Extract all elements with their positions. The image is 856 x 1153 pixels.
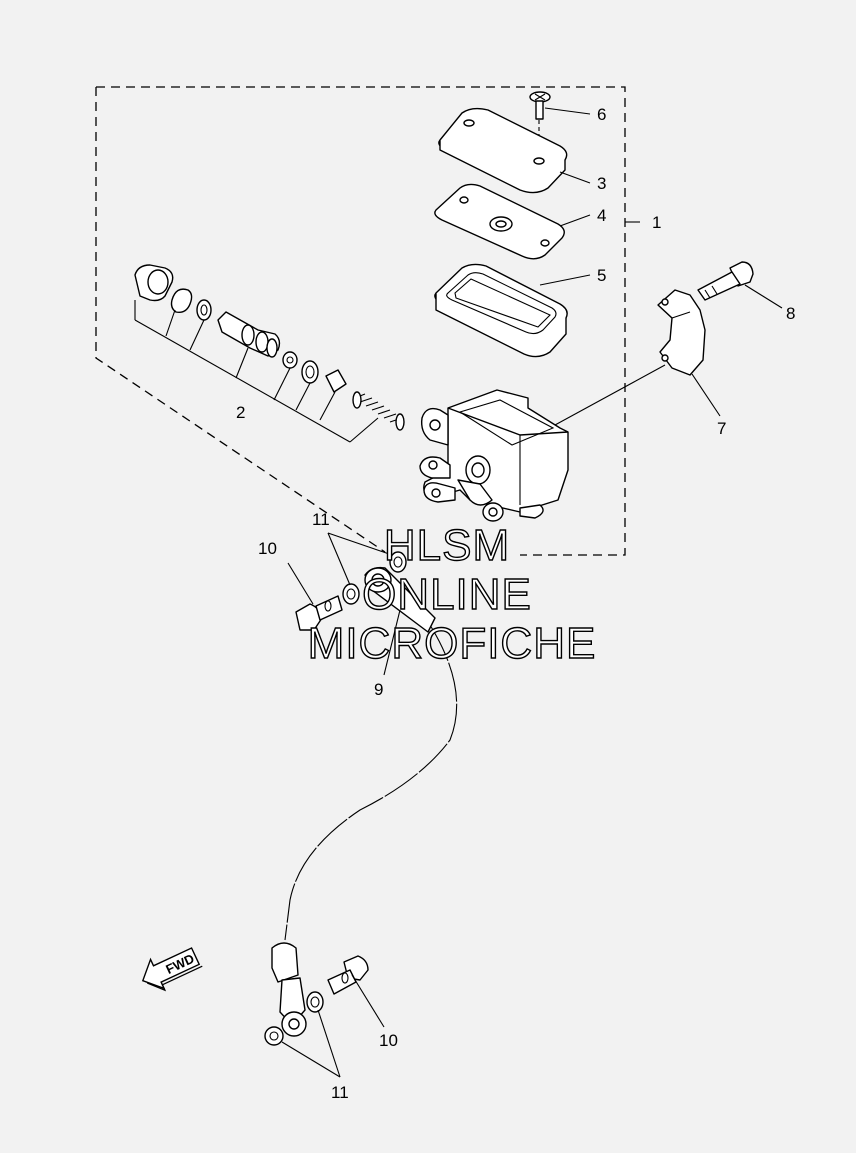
watermark-line-3: MICROFICHE [308, 619, 597, 668]
callout-11-lower: 11 [331, 1083, 349, 1102]
part-holder-7[interactable] [657, 289, 706, 376]
part-bolt-8[interactable] [697, 261, 754, 301]
part-plate-4[interactable] [434, 183, 565, 260]
part-union-bolt-10-upper[interactable] [295, 595, 343, 631]
callout-8: 8 [786, 304, 795, 323]
callout-6: 6 [597, 105, 606, 124]
part-master-cylinder-1[interactable] [419, 389, 569, 522]
fwd-arrow-icon: FWD [141, 947, 203, 992]
part-cap-3[interactable] [438, 107, 568, 194]
leader-lines [281, 107, 783, 1078]
watermark-line-2: ONLINE [362, 570, 532, 619]
callout-9: 9 [374, 680, 383, 699]
part-brake-hose-9[interactable] [271, 566, 458, 1037]
watermark: HLSM ONLINE MICROFICHE [307, 520, 597, 668]
callout-5: 5 [597, 266, 606, 285]
part-gasket-5[interactable] [434, 263, 568, 358]
callout-2: 2 [236, 403, 245, 422]
part-screw-6[interactable] [529, 91, 551, 160]
callout-4: 4 [597, 206, 606, 225]
part-piston-kit-2[interactable] [134, 264, 405, 443]
part-washers-11-lower[interactable] [264, 991, 324, 1046]
part-washers-11-upper[interactable] [342, 551, 407, 605]
callout-7: 7 [717, 419, 726, 438]
callout-10-lower: 10 [379, 1031, 398, 1050]
callout-1: 1 [652, 213, 661, 232]
callout-11-upper: 11 [312, 510, 330, 529]
callout-3: 3 [597, 174, 606, 193]
callout-10-upper: 10 [258, 539, 277, 558]
watermark-line-1: HLSM [384, 521, 510, 570]
part-union-bolt-10-lower[interactable] [327, 955, 369, 995]
